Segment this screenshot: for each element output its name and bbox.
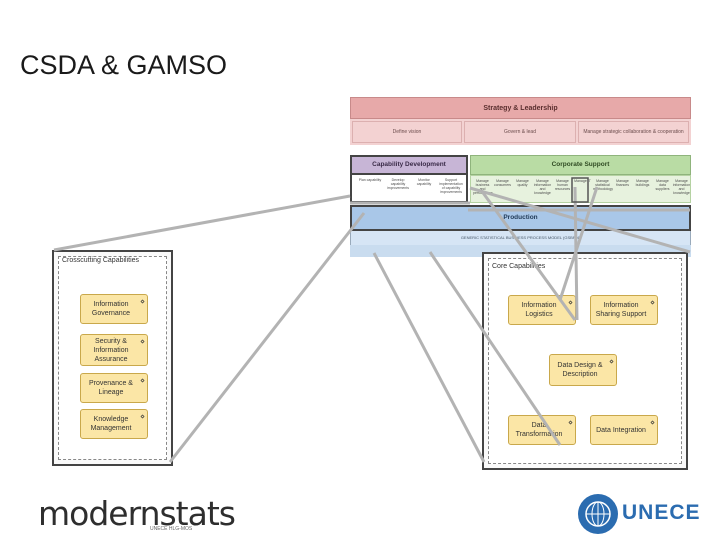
capability-information-logistics[interactable]: Information Logistics ⋄ xyxy=(508,295,576,325)
strategy-leadership-header: Strategy & Leadership xyxy=(350,97,691,119)
component-icon: ⋄ xyxy=(139,376,145,385)
corporate-cell: Manage consumers xyxy=(493,179,512,187)
capability-label: Information Sharing Support xyxy=(595,302,647,318)
corporate-cell: Manage information and knowledge xyxy=(533,179,552,195)
capability-knowledge-management[interactable]: Knowledge Management ⋄ xyxy=(80,409,148,439)
production-subtitle: GENERIC STATISTICAL BUSINESS PROCESS MOD… xyxy=(350,231,691,245)
core-capabilities-label: Core Capabilities xyxy=(492,263,546,270)
component-icon: ⋄ xyxy=(649,298,655,307)
capability-provenance-lineage[interactable]: Provenance & Lineage ⋄ xyxy=(80,373,148,403)
component-icon: ⋄ xyxy=(567,298,573,307)
production-title: Production xyxy=(503,214,538,221)
capability-cell: Develop capability improvements xyxy=(387,178,409,190)
component-icon: ⋄ xyxy=(649,418,655,427)
capability-development-title: Capability Development xyxy=(372,161,446,168)
capability-security-information-assurance[interactable]: Security & Information Assurance ⋄ xyxy=(80,334,148,366)
strategy-leadership-cells: Define vision Govern & lead Manage strat… xyxy=(350,119,691,145)
capability-label: Data Transformation xyxy=(515,422,563,438)
strategy-leadership-title: Strategy & Leadership xyxy=(483,105,558,112)
strategy-cell: Manage strategic collaboration & coopera… xyxy=(578,121,689,143)
capability-label: Security & Information Assurance xyxy=(93,337,129,363)
strategy-cell: Define vision xyxy=(352,121,462,143)
capability-label: Data Design & Description xyxy=(557,362,603,378)
strategy-cell: Govern & lead xyxy=(464,121,576,143)
corporate-cell: Manage buildings xyxy=(635,179,650,187)
capability-information-governance[interactable]: Information Governance ⋄ xyxy=(80,294,148,324)
capability-cell: Plan capability xyxy=(358,178,382,182)
capability-label: Data Integration xyxy=(596,426,646,434)
capability-information-sharing-support[interactable]: Information Sharing Support ⋄ xyxy=(590,295,658,325)
production-header: Production xyxy=(350,205,691,231)
capability-data-design-description[interactable]: Data Design & Description ⋄ xyxy=(549,354,617,386)
capability-label: Information Logistics xyxy=(521,302,557,318)
component-icon: ⋄ xyxy=(139,297,145,306)
un-emblem-icon xyxy=(578,494,618,534)
capability-data-transformation[interactable]: Data Transformation ⋄ xyxy=(508,415,576,445)
capability-cell: Monitor capability xyxy=(416,178,432,186)
corporate-cell: Manage information and knowledge xyxy=(672,179,691,195)
corporate-cell: Manage statistical methodology xyxy=(593,179,614,191)
capability-development-header: Capability Development xyxy=(350,155,468,175)
connector-line xyxy=(53,194,351,252)
connector-line xyxy=(168,212,366,463)
capability-cell: Support implementation of capability imp… xyxy=(439,178,463,194)
component-icon: ⋄ xyxy=(139,337,145,346)
corporate-cell: Manage finances xyxy=(615,179,630,187)
component-icon: ⋄ xyxy=(139,412,145,421)
component-icon: ⋄ xyxy=(608,357,614,366)
modernstats-subtitle: UNECE HLG-MOS xyxy=(150,526,193,532)
slide-title: CSDA & GAMSO xyxy=(20,50,228,80)
component-icon: ⋄ xyxy=(567,418,573,427)
corporate-support-header: Corporate Support xyxy=(470,155,691,175)
capability-development-cells: Plan capability Develop capability impro… xyxy=(350,175,468,203)
capability-label: Knowledge Management xyxy=(90,416,132,432)
connector-line xyxy=(372,252,486,463)
corporate-cell: Manage quality xyxy=(516,179,529,187)
corporate-support-title: Corporate Support xyxy=(551,161,610,168)
capability-label: Information Governance xyxy=(91,301,131,317)
corporate-cell: Manage human resources xyxy=(554,179,571,191)
corporate-support-cells: Manage business and performance Manage c… xyxy=(470,175,691,203)
crosscutting-capabilities-label: Crosscutting Capabilities xyxy=(62,257,140,264)
unece-logo-text: UNECE xyxy=(622,501,701,524)
capability-data-integration[interactable]: Data Integration ⋄ xyxy=(590,415,658,445)
capability-label: Provenance & Lineage xyxy=(89,380,133,396)
corporate-cell: Manage IT xyxy=(574,179,591,183)
modernstats-logo: modernstats xyxy=(38,494,236,533)
corporate-cell: Manage data suppliers xyxy=(655,179,670,191)
corporate-cell: Manage business and performance xyxy=(473,179,493,195)
